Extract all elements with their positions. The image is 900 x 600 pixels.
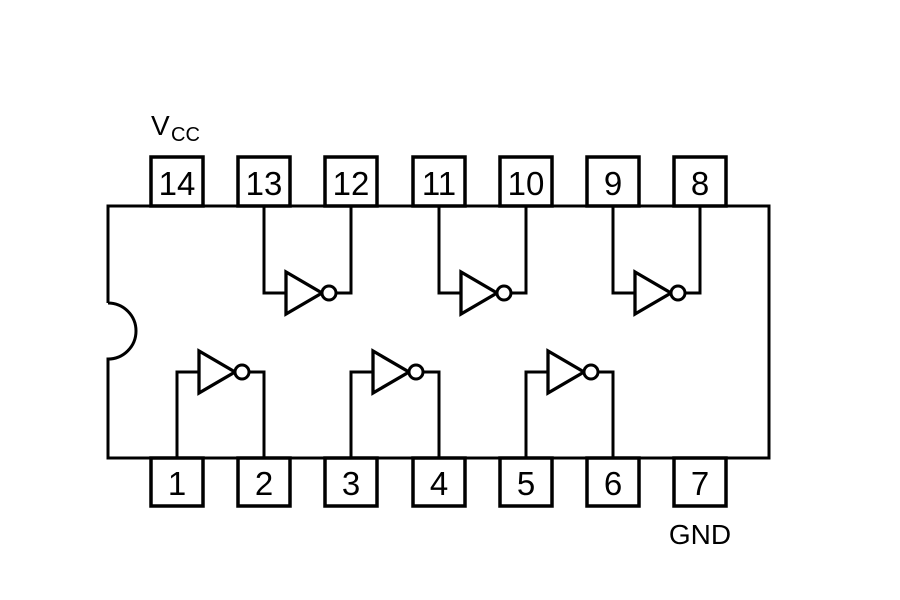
gate-9-input-wire: [611, 206, 635, 295]
gate-2-output-wire: [249, 370, 266, 458]
pin-number: 12: [333, 165, 370, 202]
pin-box: [672, 456, 728, 508]
pin-number: 6: [604, 465, 622, 502]
pin-box: [585, 155, 641, 208]
inversion-bubble-icon: [407, 363, 425, 381]
pin-number: 14: [159, 165, 196, 202]
pin-number: 9: [604, 165, 622, 202]
pin-4: 4: [411, 456, 467, 508]
not-gate-triangle-icon: [546, 348, 588, 396]
gate-1-input-wire: [175, 370, 199, 458]
pin-number: 4: [430, 465, 448, 502]
inverter-gate-9-8: [611, 206, 702, 317]
gate-4-output-wire: [423, 370, 441, 458]
pin-10: 10: [498, 155, 554, 208]
inverter-gate-11-10: [437, 206, 528, 317]
pin-box: [411, 456, 467, 508]
pin-box: [323, 155, 379, 208]
pin-12: 12: [323, 155, 379, 208]
inverter-gate-3-4: [349, 348, 441, 458]
inversion-bubble-icon: [233, 363, 251, 381]
inverter-gate-1-2: [175, 348, 266, 458]
gate-10-output-wire: [511, 206, 528, 295]
pin-box: [585, 456, 641, 508]
inverter-gate-5-6: [524, 348, 615, 458]
pin-box: [498, 456, 554, 508]
not-gate-triangle-icon: [633, 269, 675, 317]
pin-7: 7: [672, 456, 728, 508]
pin-11: 11: [411, 155, 467, 208]
gnd-label: GND: [669, 519, 731, 550]
pin-box: [672, 155, 728, 208]
pin-number: 8: [691, 165, 709, 202]
pin-number: 1: [168, 465, 186, 502]
pin-9: 9: [585, 155, 641, 208]
ic-body-outline: [106, 204, 771, 460]
vcc-label-subscript: CC: [171, 124, 200, 146]
not-gate-triangle-icon: [459, 269, 501, 317]
inverter-gate-13-12: [262, 206, 353, 317]
not-gate-triangle-icon: [284, 269, 326, 317]
gate-8-output-wire: [685, 206, 702, 295]
gate-6-output-wire: [598, 370, 615, 458]
pin-number: 7: [691, 465, 709, 502]
pin-3: 3: [323, 456, 379, 508]
pin-box: [149, 155, 205, 208]
gate-3-input-wire: [349, 370, 373, 458]
pin-8: 8: [672, 155, 728, 208]
pin-number: 13: [246, 165, 283, 202]
gate-11-input-wire: [437, 206, 461, 295]
pin-box: [236, 155, 292, 208]
inversion-bubble-icon: [320, 284, 338, 302]
pin-6: 6: [585, 456, 641, 508]
gate-5-input-wire: [524, 370, 548, 458]
inversion-bubble-icon: [669, 284, 687, 302]
pin-5: 5: [498, 456, 554, 508]
pin-box: [236, 456, 292, 508]
pin-13: 13: [236, 155, 292, 208]
pin-1: 1: [149, 456, 205, 508]
inversion-bubble-icon: [495, 284, 513, 302]
pin-number: 10: [508, 165, 545, 202]
vcc-label-main: V: [151, 110, 170, 141]
pin-2: 2: [236, 456, 292, 508]
pin-box: [323, 456, 379, 508]
pin-14: 14: [149, 155, 205, 208]
pin-box: [411, 155, 467, 208]
pin-number: 3: [342, 465, 360, 502]
pin-box: [498, 155, 554, 208]
pin-number: 5: [517, 465, 535, 502]
gate-12-output-wire: [336, 206, 353, 295]
not-gate-triangle-icon: [371, 348, 413, 396]
not-gate-triangle-icon: [197, 348, 239, 396]
gate-13-input-wire: [262, 206, 286, 295]
vcc-label: V CC: [151, 110, 200, 146]
pin-box: [149, 456, 205, 508]
inversion-bubble-icon: [582, 363, 600, 381]
pin-number: 2: [255, 465, 273, 502]
pin-number: 11: [422, 165, 456, 202]
